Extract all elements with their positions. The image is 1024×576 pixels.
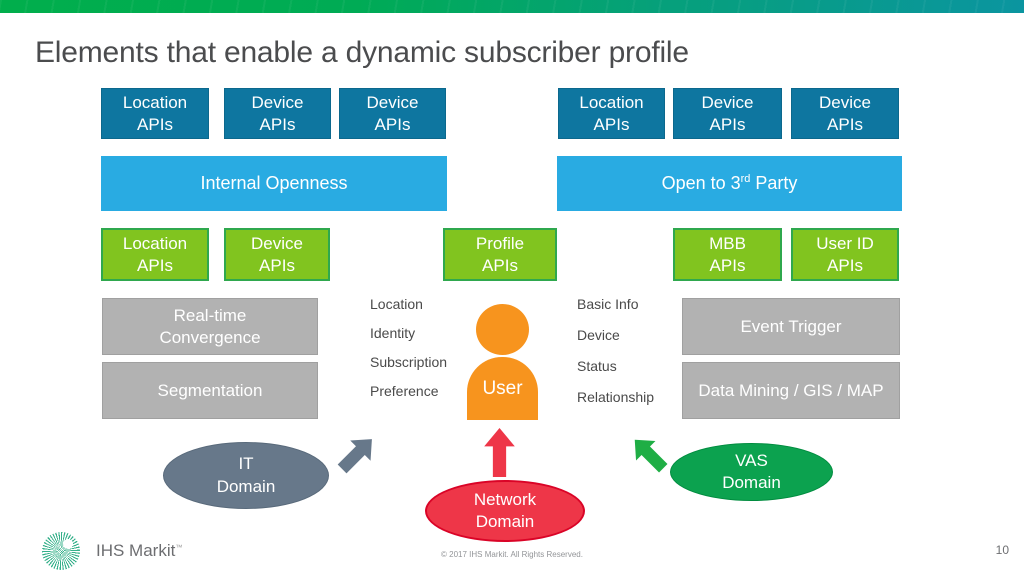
attr-preference: Preference xyxy=(370,383,439,399)
network-domain-ellipse: Network Domain xyxy=(425,480,585,542)
green-box-location-apis: Location APIs xyxy=(101,228,209,281)
gray-box-event-trigger: Event Trigger xyxy=(682,298,900,355)
green-box-profile-apis: Profile APIs xyxy=(443,228,557,281)
attr-basic-info: Basic Info xyxy=(577,296,639,312)
attr-status: Status xyxy=(577,358,617,374)
green-box-userid-apis: User ID APIs xyxy=(791,228,899,281)
user-label: User xyxy=(482,377,523,399)
trademark-symbol: ™ xyxy=(175,544,183,552)
green-box-mbb-apis: MBB APIs xyxy=(673,228,782,281)
api-box-internal-device-2: Device APIs xyxy=(339,88,446,139)
it-domain-ellipse: IT Domain xyxy=(163,442,329,509)
user-icon xyxy=(476,304,529,355)
banner-internal-openness: Internal Openness xyxy=(101,156,447,211)
ihs-markit-logo-icon xyxy=(42,532,80,570)
up-right-arrow-icon xyxy=(337,439,372,474)
page-title: Elements that enable a dynamic subscribe… xyxy=(35,36,689,69)
api-box-internal-location: Location APIs xyxy=(101,88,209,139)
up-left-arrow-icon xyxy=(634,439,668,473)
user-attributes-left: Location Identity Subscription Preferenc… xyxy=(370,296,447,399)
api-box-external-device-1: Device APIs xyxy=(673,88,782,139)
copyright-text: © 2017 IHS Markit. All Rights Reserved. xyxy=(441,550,583,559)
ihs-markit-logo-text: IHS Markit™ xyxy=(96,541,183,560)
attr-location: Location xyxy=(370,296,423,312)
gray-box-segmentation: Segmentation xyxy=(102,362,318,419)
top-accent-bar xyxy=(0,0,1024,13)
api-box-external-device-2: Device APIs xyxy=(791,88,899,139)
page-number: 10 xyxy=(995,543,1009,557)
attr-subscription: Subscription xyxy=(370,354,448,370)
gray-box-realtime-convergence: Real-time Convergence xyxy=(102,298,318,355)
green-box-device-apis: Device APIs xyxy=(224,228,330,281)
attr-identity: Identity xyxy=(370,325,416,341)
attr-device: Device xyxy=(577,327,620,343)
user-icon-body: User xyxy=(467,357,538,420)
api-box-external-location: Location APIs xyxy=(558,88,665,139)
gray-box-data-mining: Data Mining / GIS / MAP xyxy=(682,362,900,419)
vas-domain-ellipse: VAS Domain xyxy=(670,443,833,501)
attr-relationship: Relationship xyxy=(577,389,655,405)
topbar-ray-pattern xyxy=(0,0,1024,13)
banner-open-to-3rd-party: Open to 3rd Party xyxy=(557,156,902,211)
user-attributes-right: Basic Info Device Status Relationship xyxy=(577,296,654,405)
api-box-internal-device-1: Device APIs xyxy=(224,88,331,139)
up-arrow-icon xyxy=(484,428,515,477)
